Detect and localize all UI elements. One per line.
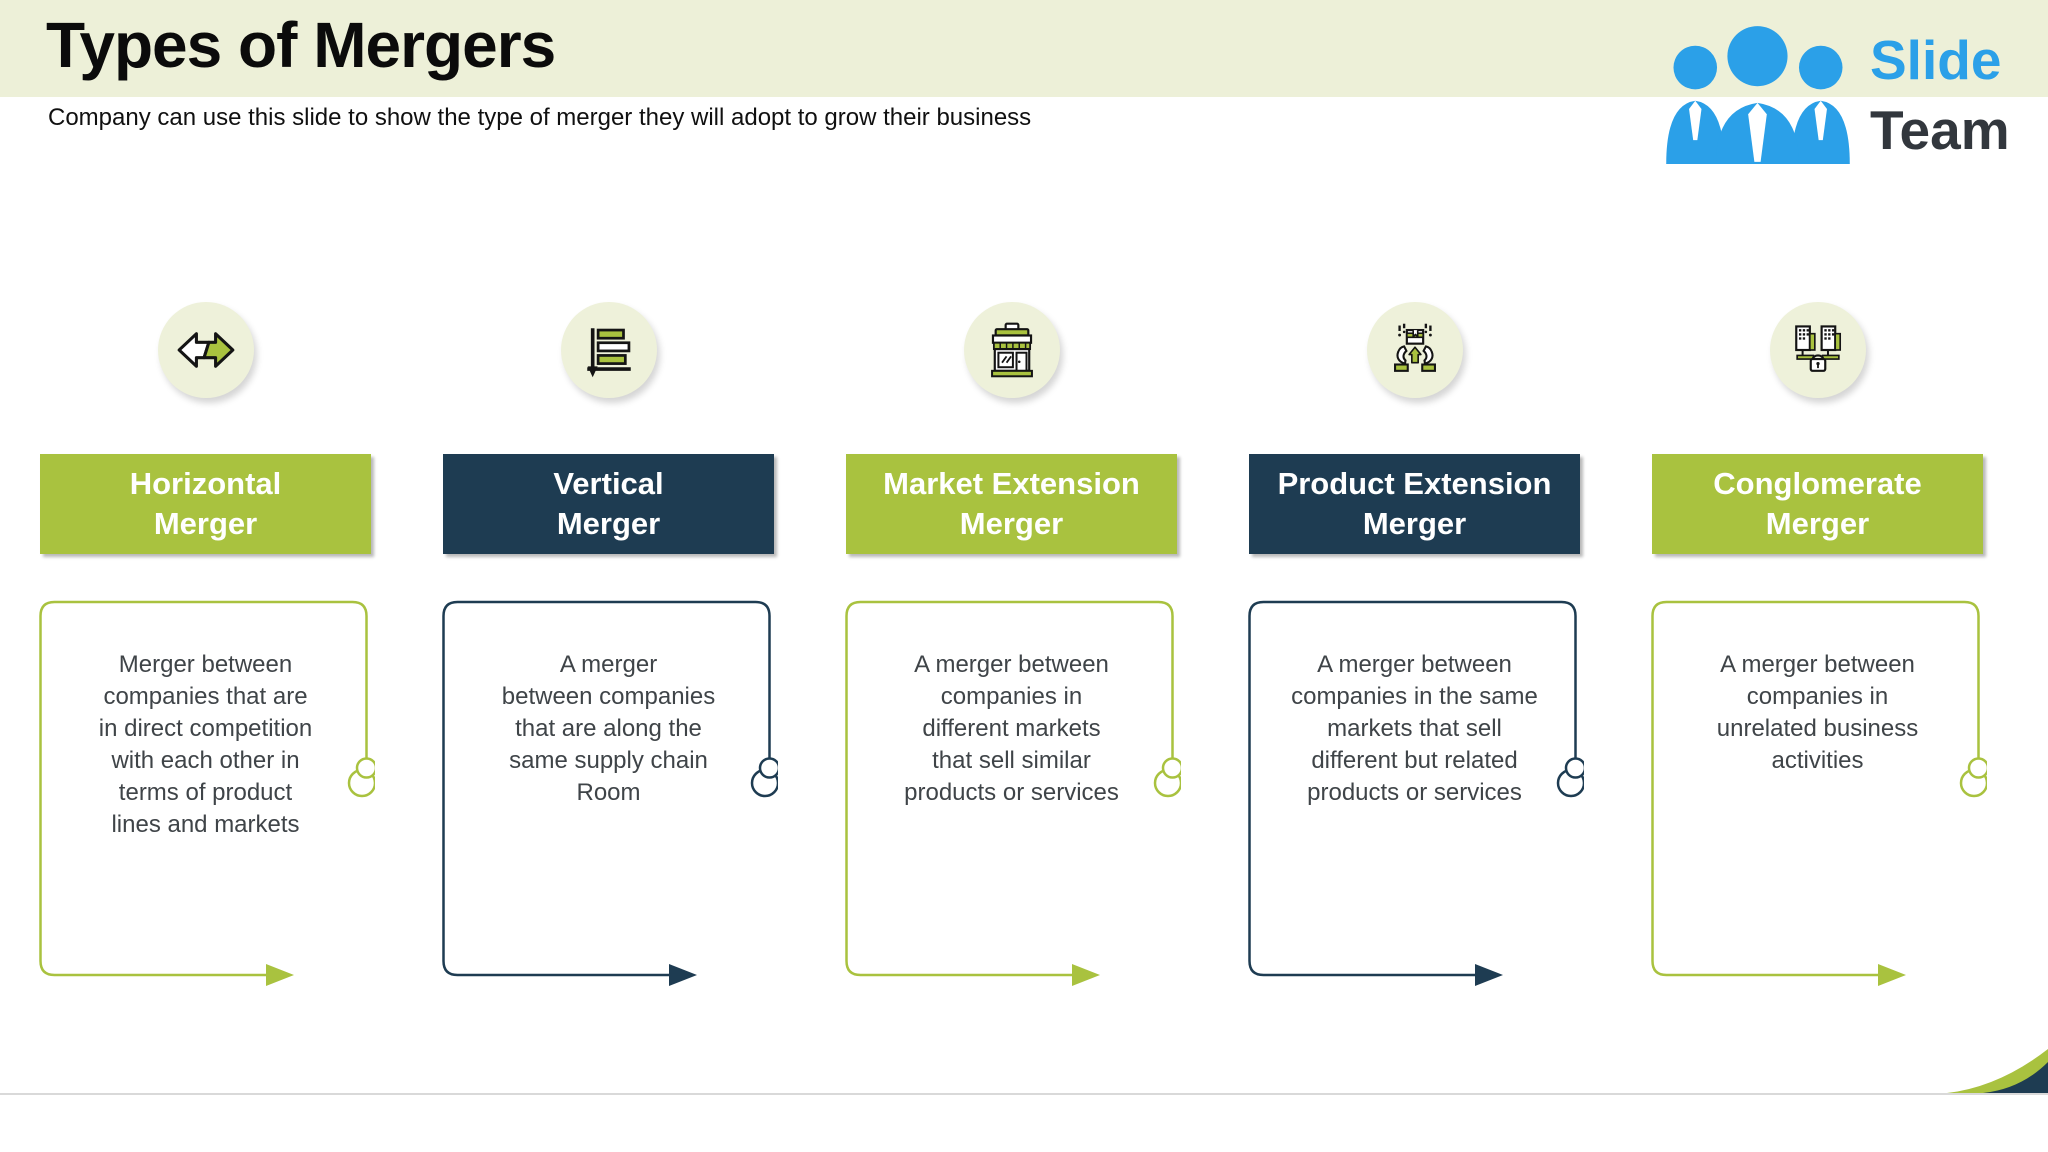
merger-title-box: Horizontal Merger (40, 454, 371, 554)
description-frame-arrow (1651, 600, 1987, 986)
page-title: Types of Mergers (46, 9, 556, 81)
slideteam-logo: Slide Team (1662, 24, 2010, 164)
column-icon-circle (560, 302, 657, 398)
logo-text-slide: Slide (1870, 29, 2002, 91)
columns-row: Horizontal Merger Merger between compani… (39, 302, 1987, 991)
merger-description-card: A merger between companies that are alon… (442, 597, 778, 991)
product-in-hands-icon (1386, 321, 1444, 379)
merger-column: Vertical Merger A merger between compani… (442, 302, 778, 991)
merger-title-box: Vertical Merger (443, 454, 774, 554)
merger-title-box: Product Extension Merger (1249, 454, 1580, 554)
description-frame-arrow (39, 600, 375, 986)
merger-description: A merger between companies in different … (904, 651, 1119, 806)
merger-column: Product Extension Merger A merger betwee… (1248, 302, 1584, 991)
supply-chain-bars-icon (580, 321, 638, 379)
merger-title: Conglomerate Merger (1713, 465, 1922, 541)
column-icon-circle (1769, 302, 1866, 398)
description-frame-arrow (1248, 600, 1584, 986)
merger-column: Conglomerate Merger A merger between com… (1651, 302, 1987, 991)
merger-description-card: A merger between companies in different … (845, 597, 1181, 991)
column-icon-circle (1366, 302, 1463, 398)
merger-column: Market Extension Merger A merger between… (845, 302, 1181, 991)
merger-title-box: Market Extension Merger (846, 454, 1177, 554)
merger-description: A merger between companies in unrelated … (1716, 651, 1919, 774)
merger-title: Product Extension Merger (1277, 465, 1552, 541)
description-frame-arrow (442, 600, 778, 986)
slide-subtitle: Company can use this slide to show the t… (48, 104, 1032, 131)
people-icon (1666, 26, 1850, 164)
footer-band (0, 1093, 2048, 1152)
merger-description-card: A merger between companies in the same m… (1248, 597, 1584, 991)
merger-title: Market Extension Merger (883, 465, 1140, 541)
merger-description-card: A merger between companies in unrelated … (1651, 597, 1987, 991)
merger-title: Horizontal Merger (129, 465, 282, 541)
merger-title: Vertical Merger (553, 465, 664, 541)
merger-description: A merger between companies in the same m… (1291, 651, 1538, 806)
column-icon-circle (963, 302, 1060, 398)
merger-column: Horizontal Merger Merger between compani… (39, 302, 375, 991)
storefront-icon (983, 321, 1041, 379)
merger-description: Merger between companies that are in dir… (98, 651, 313, 838)
merger-title-box: Conglomerate Merger (1652, 454, 1983, 554)
logo-text-team: Team (1870, 98, 2010, 161)
merged-companies-lock-icon (1789, 321, 1847, 379)
merger-description-card: Merger between companies that are in dir… (39, 597, 375, 991)
horizontal-arrows-icon (175, 327, 237, 373)
merger-description: A merger between companies that are alon… (501, 651, 716, 806)
logo-text: Slide Team (1870, 24, 2010, 160)
column-icon-circle (157, 302, 254, 398)
description-frame-arrow (845, 600, 1181, 986)
corner-decoration (1947, 1049, 2048, 1093)
